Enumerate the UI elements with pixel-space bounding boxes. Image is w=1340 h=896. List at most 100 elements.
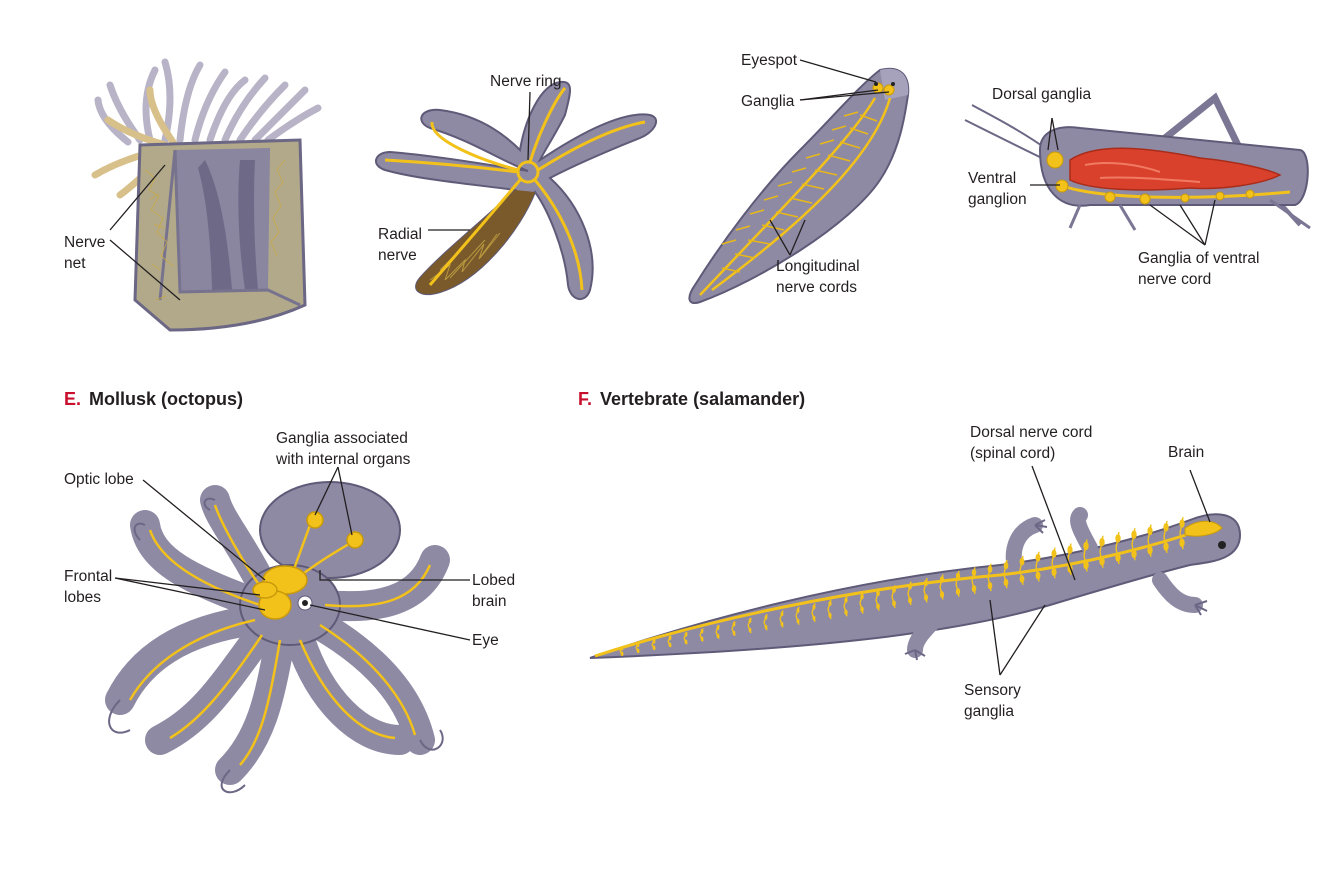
sensory-ganglion [987, 565, 993, 573]
sensory-ganglion [828, 612, 832, 618]
sensory-ganglion [1051, 549, 1057, 558]
label-sensory-ganglia: Sensory ganglia [964, 680, 1021, 722]
sensory-ganglion [796, 608, 800, 613]
label-radial-nerve: Radial nerve [378, 224, 422, 266]
leader-lines [109, 59, 1216, 676]
sensory-ganglion [892, 586, 896, 593]
label-nerve-net-line1: Nerve [64, 234, 106, 251]
sensory-ganglion [1083, 560, 1089, 570]
label-lobed-brain-line1: Lobed [472, 572, 516, 589]
label-ganglia-ventral-cord: Ganglia of ventral nerve cord [1138, 248, 1260, 290]
label-longitudinal-line2: nerve cords [776, 279, 857, 296]
sensory-ganglion [955, 572, 961, 580]
sensory-ganglion [971, 569, 977, 577]
label-nerve-ring: Nerve ring [490, 73, 562, 90]
sensory-ganglion [1035, 571, 1041, 580]
panel-title-mollusk: E.Mollusk (octopus) [64, 389, 243, 410]
sensory-ganglion [1163, 542, 1169, 551]
sensory-ganglion [923, 594, 929, 601]
sensory-ganglion [1099, 557, 1105, 566]
sensory-ganglion [971, 585, 977, 593]
sensory-ganglion [1131, 549, 1137, 559]
sensory-ganglion [748, 627, 752, 633]
sensory-ganglion [636, 642, 640, 648]
label-sensory-ganglia-line1: Sensory [964, 682, 1021, 699]
label-radial-nerve-line1: Radial [378, 226, 422, 243]
label-internal-ganglia-line2: with internal organs [276, 451, 411, 468]
sensory-ganglion [908, 583, 912, 590]
sensory-ganglion [844, 609, 848, 615]
label-dorsal-cord-line1: Dorsal nerve cord [970, 424, 1093, 441]
label-radial-nerve-line2: nerve [378, 247, 417, 264]
sensory-ganglion [892, 600, 896, 607]
label-optic-lobe: Optic lobe [64, 471, 134, 488]
label-ventral-cord-line1: Ganglia of ventral [1138, 250, 1260, 267]
label-sensory-ganglia-line2: ganglia [964, 703, 1014, 720]
label-nerve-net: Nerve net [64, 232, 105, 274]
label-frontal-lobes-line2: lobes [64, 589, 102, 606]
sensory-ganglion [716, 625, 720, 630]
sensory-ganglion [1147, 526, 1153, 536]
sensory-ganglion [955, 588, 961, 595]
salamander-illustration [589, 507, 1242, 661]
sensory-ganglion [780, 611, 784, 617]
sensory-ganglion [780, 621, 784, 627]
label-dorsal-nerve-cord: Dorsal nerve cord (spinal cord) [970, 422, 1092, 464]
label-brain: Brain [1168, 444, 1205, 461]
sensory-ganglion [1019, 575, 1025, 583]
panel-title-vertebrate-text: Vertebrate (salamander) [600, 389, 806, 409]
sensory-ganglion [1035, 553, 1041, 562]
sensory-ganglion [1003, 578, 1009, 587]
sensory-ganglion [1147, 545, 1153, 555]
sensory-ganglion [764, 624, 768, 630]
sensory-ganglion [1051, 568, 1057, 577]
octopus-illustration [105, 481, 450, 794]
label-frontal-lobes: Frontal lobes [64, 566, 112, 608]
label-longitudinal-nerve-cords: Longitudinal nerve cords [776, 256, 860, 298]
sensory-ganglion [684, 632, 688, 637]
sensory-ganglion [652, 645, 656, 651]
sensory-ganglion [636, 648, 640, 653]
label-lobed-brain-line2: brain [472, 593, 507, 610]
sensory-ganglion [700, 628, 704, 634]
sensory-ganglion [764, 615, 768, 620]
sensory-ganglion [876, 590, 880, 597]
sensory-ganglion [908, 597, 912, 604]
sensory-ganglion [939, 576, 945, 583]
sensory-ganglion [987, 581, 993, 590]
sensory-ganglion [1115, 553, 1121, 562]
label-dorsal-cord-line2: (spinal cord) [970, 445, 1056, 462]
sensory-ganglion [1019, 557, 1025, 566]
sensory-ganglion [844, 597, 848, 603]
grasshopper-illustration [964, 92, 1311, 231]
sensory-ganglion [732, 630, 736, 636]
sensory-ganglion [668, 635, 672, 641]
sensory-ganglion [620, 651, 624, 656]
sensory-ganglion [860, 606, 864, 613]
label-lobed-brain: Lobed brain [472, 570, 515, 612]
sensory-ganglion [1003, 561, 1009, 570]
sensory-ganglion [923, 579, 929, 587]
panel-title-mollusk-text: Mollusk (octopus) [89, 389, 244, 409]
sensory-ganglion [876, 603, 880, 610]
sensory-ganglion [860, 593, 864, 600]
sensory-ganglion [1179, 538, 1185, 548]
sea-anemone-illustration [91, 58, 322, 332]
sensory-ganglion [716, 633, 720, 639]
label-ventral-ganglion-line2: ganglion [968, 191, 1027, 208]
label-longitudinal-line1: Longitudinal [776, 258, 860, 275]
label-ventral-ganglion: Ventral ganglion [968, 168, 1027, 210]
label-ganglia: Ganglia [741, 93, 795, 110]
panel-title-vertebrate: F.Vertebrate (salamander) [578, 389, 805, 410]
sensory-ganglion [828, 600, 832, 607]
sensory-ganglion [668, 642, 672, 648]
sensory-ganglion [652, 639, 656, 644]
label-internal-organ-ganglia: Ganglia associated with internal organs [276, 428, 410, 470]
sensory-ganglion [1163, 522, 1169, 532]
label-internal-ganglia-line1: Ganglia associated [276, 430, 408, 447]
label-nerve-net-line2: net [64, 255, 86, 272]
sensory-ganglion [812, 604, 816, 610]
sensory-ganglion [1083, 541, 1089, 551]
